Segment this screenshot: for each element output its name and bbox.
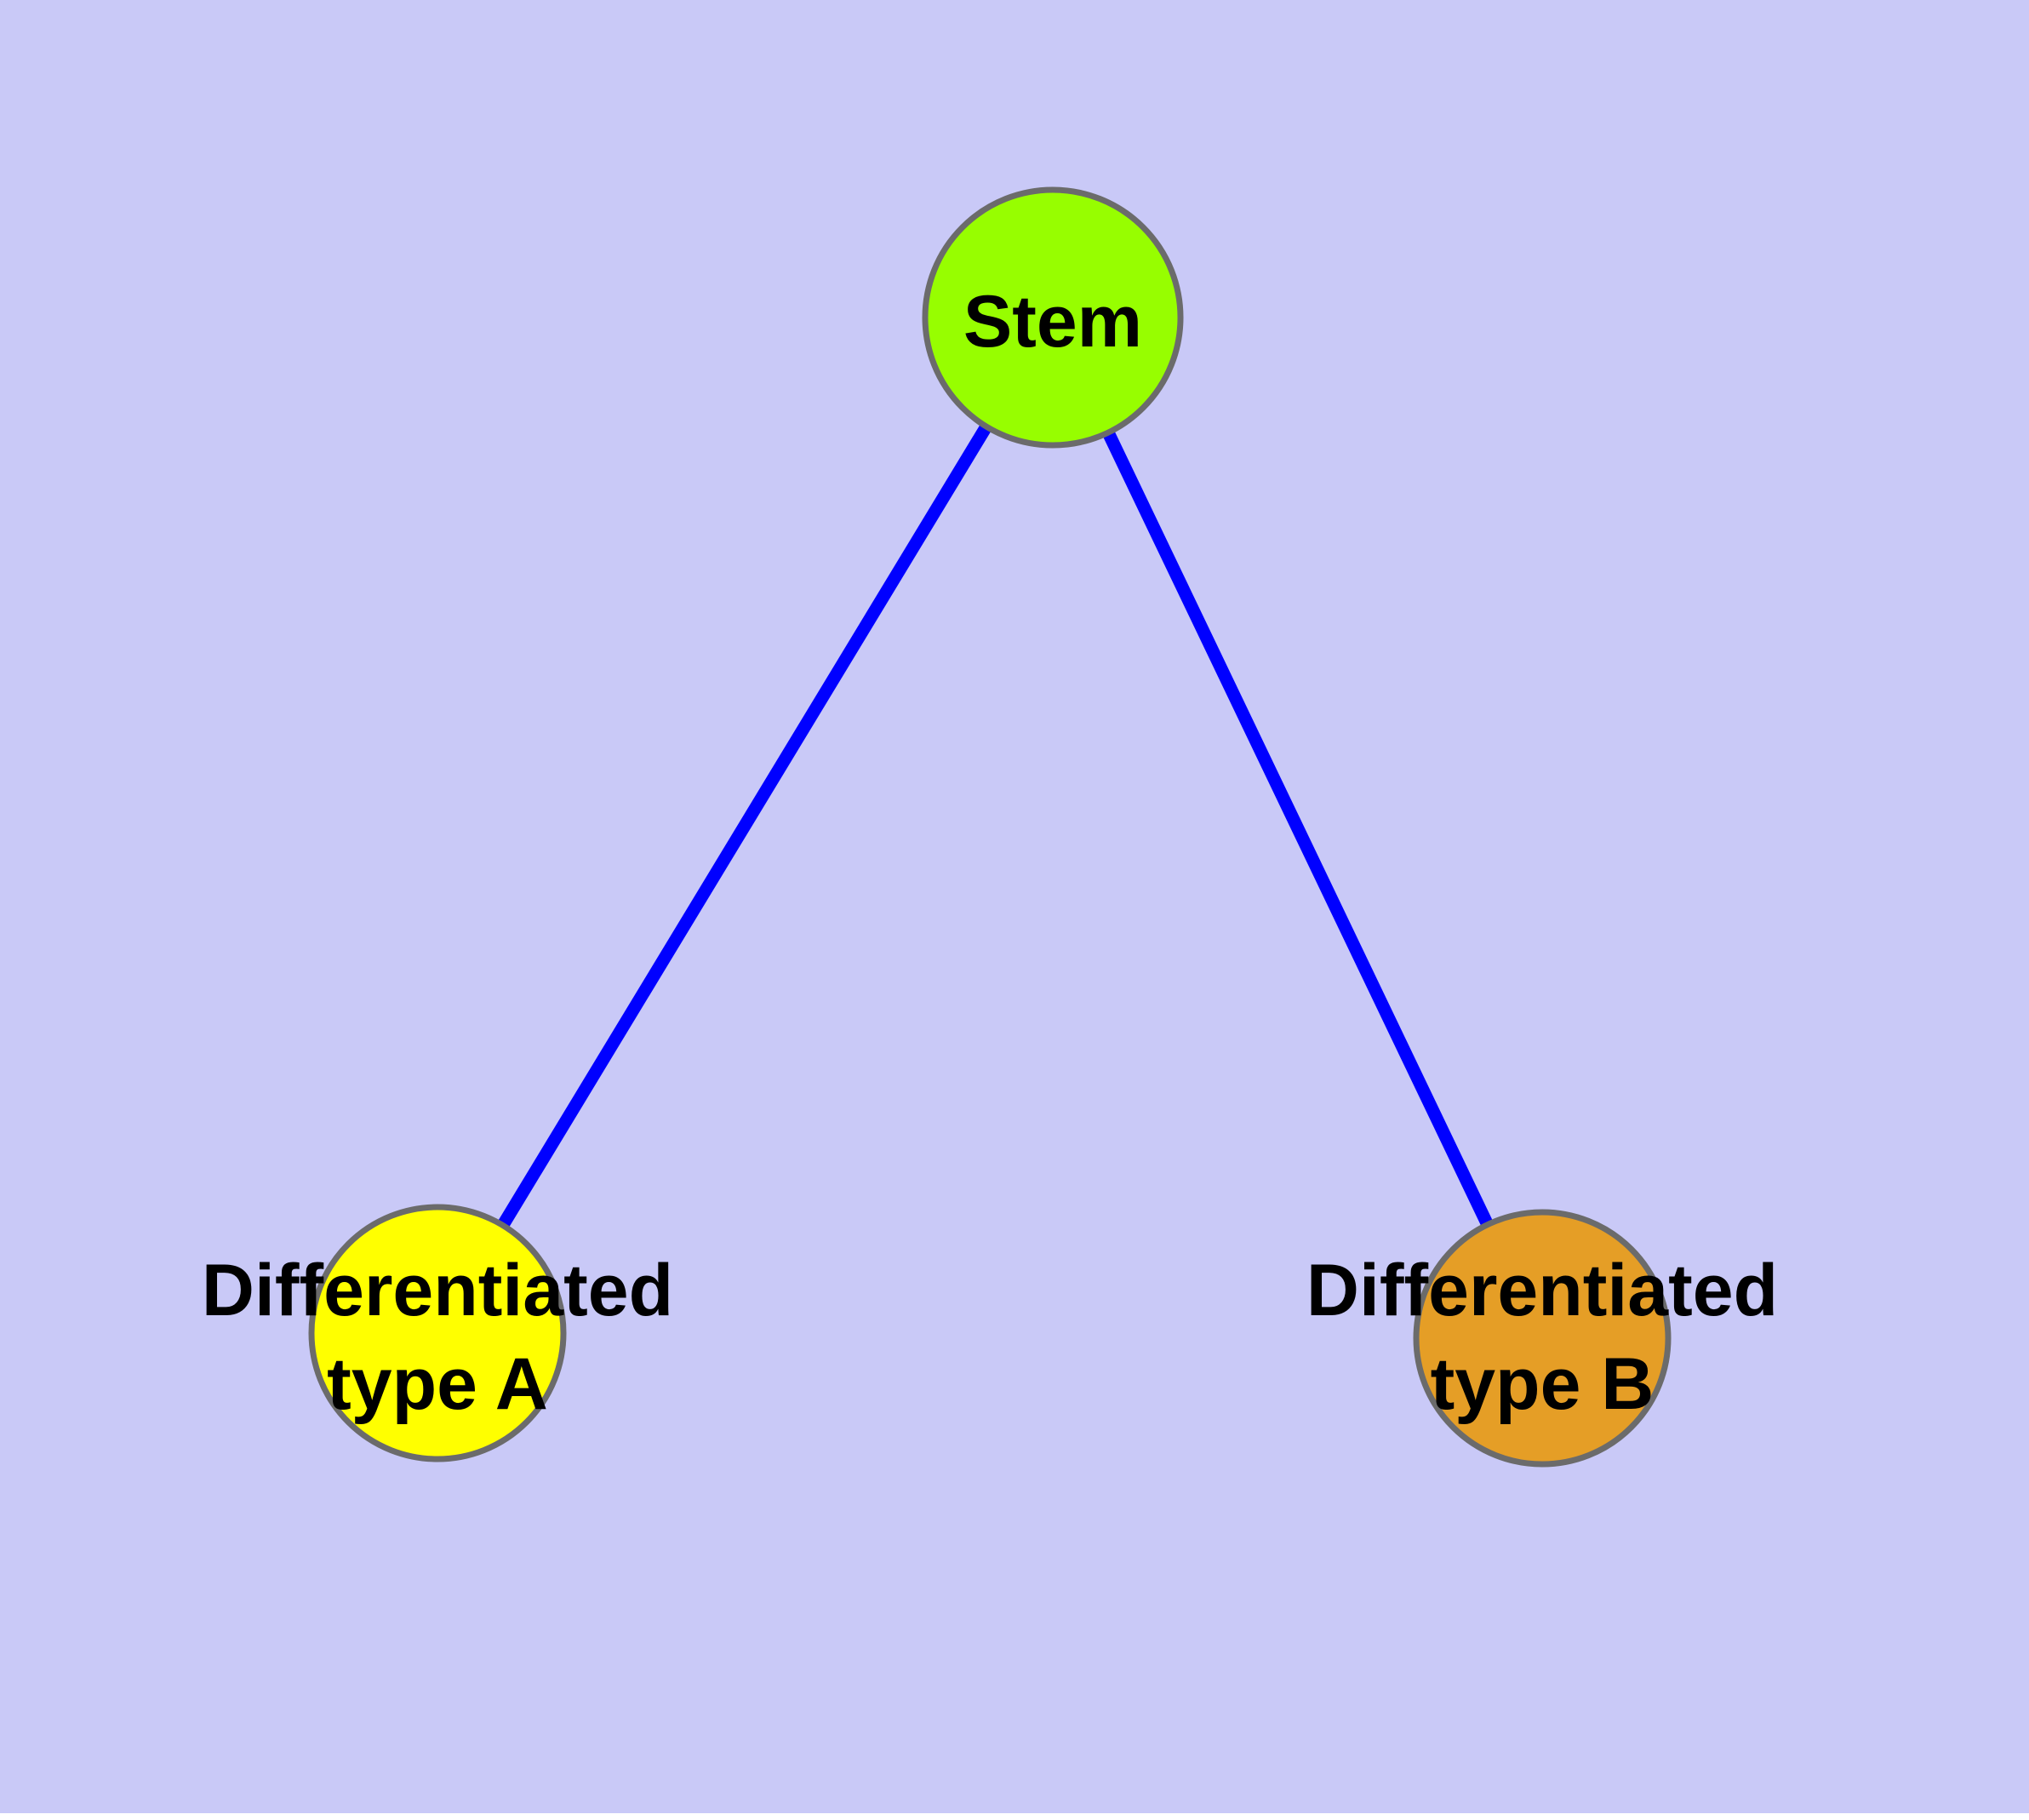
- edge-stem-to-type-a: [497, 423, 992, 1228]
- stem-node-circle: [922, 186, 1184, 449]
- type-a-node-circle: [308, 1204, 567, 1462]
- type-a-node-label-line1: Differentiated: [202, 1250, 673, 1331]
- stem-node-label: Stem: [963, 281, 1142, 363]
- type-a-node-label-line2: type A: [327, 1343, 548, 1425]
- type-b-node-label-line1: Differentiated: [1306, 1250, 1778, 1331]
- type-b-node-circle: [1413, 1209, 1672, 1468]
- edge-stem-to-type-b: [1102, 429, 1494, 1228]
- type-b-node-label-line2: type B: [1431, 1343, 1655, 1425]
